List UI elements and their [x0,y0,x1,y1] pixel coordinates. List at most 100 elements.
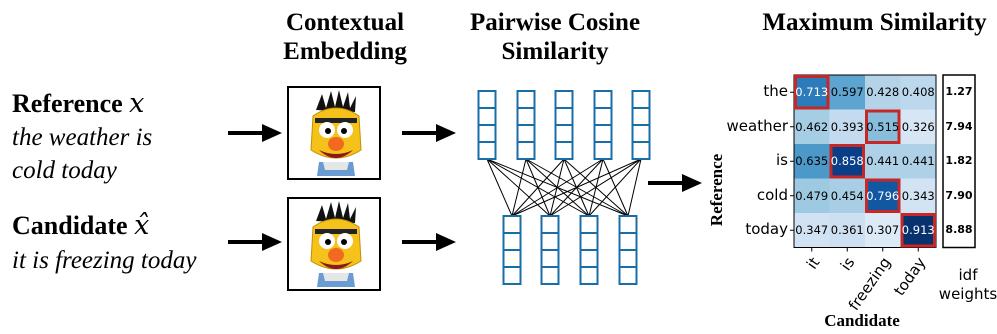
max-similarity-highlight [900,213,936,248]
heatmap-cell [794,213,830,248]
candidate-vector-cell [540,249,560,268]
candidate-vector-cell [618,232,638,251]
idf-weight-value: 8.88 [945,223,973,236]
reference-vector-cell [477,90,497,109]
similarity-edge [511,158,527,217]
candidate-vector-cell [618,215,638,234]
reference-vector-cell [631,107,651,126]
heatmap-cell [865,144,901,179]
similarity-edge [588,158,642,217]
reference-vector-cell [516,90,536,109]
heatmap-cell [829,144,866,179]
heatmap-row-label: today [745,220,788,239]
heatmap-cell [829,213,866,248]
candidate-vector-cell [540,232,560,251]
heatmap-cell-value: 0.913 [901,223,935,237]
reference-vector-cell [477,107,497,126]
candidate-title: Candidate [12,211,128,240]
similarity-edge [511,158,604,217]
reference-vector-cell [477,141,497,160]
idf-label-line2: weights [938,285,997,303]
idf-weight-value: 7.90 [945,188,973,202]
reference-label: Reference x [12,88,144,119]
idf-label-line1: idf [958,266,978,284]
heatmap-cell [900,109,937,145]
candidate-text: it is freezing today [12,247,197,274]
reference-symbol: x [129,88,145,119]
candidate-vector-cell [618,266,638,285]
heatmap-cell [829,178,866,214]
heatmap-cell [865,109,901,145]
heatmap-cell-value: 0.454 [830,188,864,203]
heatmap-cell-value: 0.408 [901,85,935,99]
heatmap-cell-value: 0.515 [866,119,900,134]
reference-token-vectors [477,90,651,160]
heatmap-cell [794,109,830,145]
candidate-label: Candidate x̂ [12,210,149,241]
heatmap-cell [829,109,866,145]
candidate-vector-cell [502,249,522,268]
heatmap-cell-value: 0.713 [795,85,829,99]
heatmap-row-label: weather [726,116,788,135]
heatmap-row-label: the [763,82,788,101]
candidate-vector-cell [540,266,560,285]
heatmap-cell-value: 0.441 [901,154,935,168]
candidate-vector-cell [579,266,599,285]
similarity-edge [511,158,565,217]
contextual-header-line1: Contextual [285,9,405,36]
heatmap-cell-value: 0.393 [830,119,864,134]
heatmap-cell [865,213,901,248]
heatmap-cell [794,178,830,214]
similarity-edge [627,158,642,217]
heatmap-cell [900,213,937,248]
reference-vector-cell [516,107,536,126]
reference-vector-cell [593,124,613,143]
pairwise-similarity-header: Pairwise Cosine Similarity [450,8,660,66]
candidate-vector-cell [579,215,599,234]
heatmap-cell-value: 0.428 [866,85,900,99]
contextual-header-line2: Embedding [283,38,407,65]
reference-vector-cell [631,141,651,160]
idf-weight-value: 1.82 [945,154,973,167]
heatmap-cell-value: 0.858 [830,154,864,168]
idf-weights-box [942,74,976,249]
contextual-embedding-header: Contextual Embedding [255,8,435,66]
idf-weight-value: 7.94 [945,119,973,133]
heatmap-cell-value: 0.326 [901,119,935,134]
heatmap-cell-value: 0.307 [866,223,900,237]
idf-weight-value: 1.27 [945,85,973,98]
similarity-edge [511,158,642,217]
heatmap-cell [829,75,866,110]
heatmap-cell [900,75,937,110]
heatmap-cell-value: 0.441 [866,154,900,168]
heatmap-cell-value: 0.796 [866,188,900,203]
reference-vector-cell [554,124,574,143]
heatmap-cell-value: 0.343 [901,188,935,203]
candidate-vector-cell [579,249,599,268]
candidate-symbol: x̂ [134,210,150,241]
reference-vector-cell [554,107,574,126]
reference-vector-cell [593,90,613,109]
heatmap-row-label: cold [756,185,788,204]
heatmap-cell [865,178,901,214]
similarity-edge [549,158,642,217]
heatmap-cell-value: 0.462 [795,119,829,134]
pairwise-header-line2: Similarity [501,38,609,65]
heatmap-cell [794,144,830,179]
candidate-axis-label: Candidate [824,311,900,330]
reference-vector-cell [554,141,574,160]
maximum-similarity-header: Maximum Similarity [762,9,987,36]
reference-vector-cell [516,124,536,143]
reference-embedder-box [287,86,381,180]
candidate-vector-cell [540,215,560,234]
reference-vector-cell [593,141,613,160]
reference-vector-cell [554,90,574,109]
max-similarity-highlight [865,109,901,144]
heatmap-cell [900,144,937,179]
candidate-vector-cell [579,232,599,251]
heatmap-cell-value: 0.361 [830,223,864,237]
pairwise-header-line1: Pairwise Cosine [469,9,641,36]
heatmap-cell [900,178,937,214]
reference-vector-cell [631,90,651,109]
